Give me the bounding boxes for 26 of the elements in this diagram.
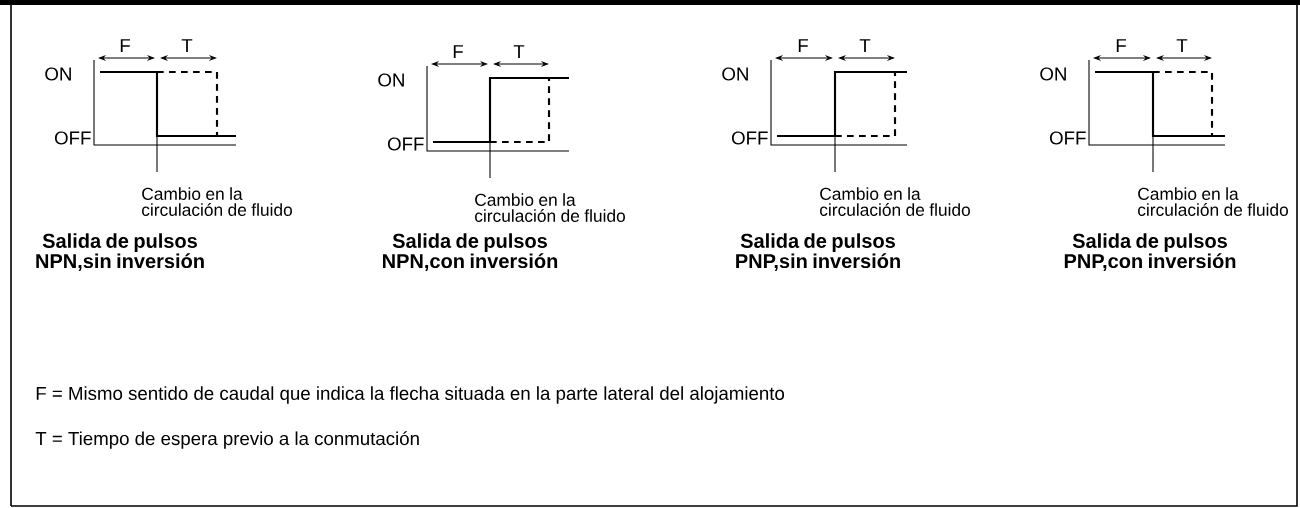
axis-label: ON (45, 67, 71, 81)
axis-label: ON (722, 67, 748, 81)
panel-title: Salida de pulsos NPN,con inversión (383, 233, 558, 271)
axis-label: OFF (387, 137, 424, 151)
dimension-label: T (1176, 39, 1188, 52)
panel-title: Salida de pulsos NPN,sin inversión (36, 233, 204, 271)
note-text: F = Mismo sentido de caudal que indica la flecha situada en la parte lateral del alojamiento (36, 386, 785, 404)
dimension-label: F (453, 45, 463, 58)
axis-label: ON (378, 73, 404, 87)
axis-label: ON (1040, 67, 1066, 81)
panel-title: Salida de pulsos PNP,sin inversión (736, 233, 900, 271)
dimension-label: T (181, 39, 193, 52)
axis-label: OFF (54, 131, 91, 145)
axis-label: OFF (731, 131, 768, 145)
annotation-text: Cambio en la circulación de fluido (1138, 187, 1288, 216)
dimension-label: F (798, 39, 808, 52)
annotation-text: Cambio en la circulación de fluido (820, 187, 970, 216)
dimension-label: T (513, 45, 525, 58)
dimension-label: F (120, 39, 130, 52)
note-text: T = Tiempo de espera previo a la conmutación (35, 431, 419, 449)
annotation-text: Cambio en la circulación de fluido (142, 187, 292, 216)
annotation-text: Cambio en la circulación de fluido (475, 193, 625, 222)
panel-title: Salida de pulsos PNP,con inversión (1064, 233, 1236, 271)
dimension-label: T (859, 39, 871, 52)
dimension-label: F (1116, 39, 1126, 52)
axis-label: OFF (1049, 131, 1086, 145)
